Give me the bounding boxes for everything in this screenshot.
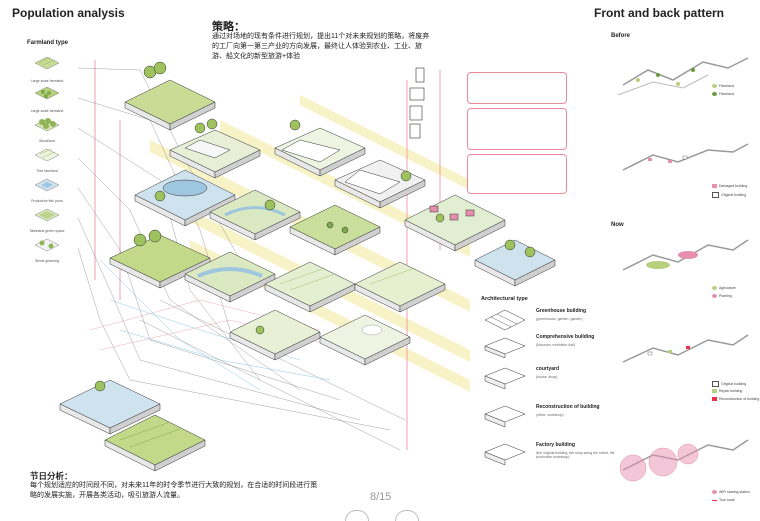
tile-farmland-top	[125, 62, 215, 130]
tile-pink-buildings	[405, 195, 505, 251]
legend-item: Reconstruction of building	[712, 397, 759, 401]
legend-item: Original building	[712, 381, 746, 387]
legend-item: WiFi sharing station	[712, 490, 750, 494]
device-icons	[410, 68, 424, 138]
tile-field-stripes	[265, 262, 355, 312]
map-before-1	[618, 58, 748, 95]
comprehensive-building-icon	[481, 334, 529, 358]
strategy-box	[467, 108, 567, 150]
legend-item: Original building	[712, 192, 746, 198]
legend-item: Farmland	[712, 84, 734, 88]
legend-item: Agriculture	[712, 286, 736, 290]
tile-orchard	[290, 205, 380, 255]
map-now-3	[620, 440, 748, 481]
reconstruction-icon	[481, 404, 529, 428]
strategy-box	[467, 154, 567, 194]
tile-courtyard	[335, 160, 425, 208]
legend-item: Damaged building	[712, 184, 747, 188]
courtyard-icon	[481, 366, 529, 390]
legend-item: Planting	[712, 294, 732, 298]
map-now-2	[623, 335, 748, 362]
tile-village	[230, 310, 320, 360]
factory-icon	[481, 442, 529, 466]
architecture-title: Architectural type	[481, 296, 528, 302]
before-label: Before	[611, 33, 630, 39]
strategy-box	[467, 72, 567, 104]
legend-item: Repair building	[712, 389, 742, 393]
map-now-1	[623, 240, 748, 270]
pattern-maps	[608, 40, 758, 510]
legend-item: Tour route	[712, 498, 735, 502]
greenhouse-icon	[481, 308, 529, 332]
tile-greenhouse	[170, 119, 260, 178]
festival-body: 每个规划适应的时间段不同，对未来11年的时令季节进行大致的规划，在合适的时间段进…	[30, 481, 320, 501]
map-before-2	[623, 144, 748, 170]
page-indicator: 8/15	[370, 491, 391, 503]
legend-item: Farmland	[712, 92, 734, 96]
tile-water-trees	[475, 240, 555, 286]
